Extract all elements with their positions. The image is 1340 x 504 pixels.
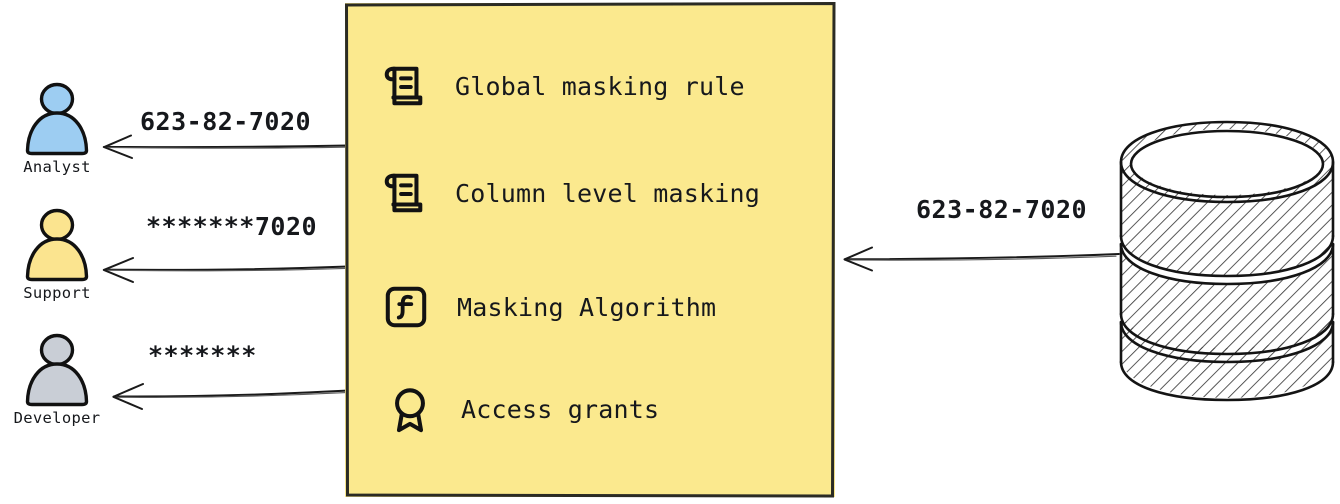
arrow-label-analyst: 623-82-7020 bbox=[140, 107, 312, 136]
arrow-label-developer: ******* bbox=[148, 341, 257, 370]
panel-item-label: Column level masking bbox=[455, 178, 761, 208]
actor-label: Analyst bbox=[23, 158, 91, 176]
panel-item-column-level-masking[interactable]: Column level masking bbox=[381, 169, 760, 217]
arrow-label-support: *******7020 bbox=[146, 212, 318, 241]
actor-analyst: Analyst bbox=[2, 82, 112, 176]
actor-label: Support bbox=[23, 284, 91, 302]
arrow-from-database bbox=[843, 246, 1120, 272]
arrow-to-analyst bbox=[102, 134, 349, 159]
panel-item-access-grants[interactable]: Access grants bbox=[387, 385, 659, 433]
function-icon bbox=[385, 286, 427, 328]
scroll-icon bbox=[384, 173, 423, 213]
panel-item-label: Masking Algorithm bbox=[457, 292, 717, 322]
arrow-to-developer bbox=[112, 383, 350, 410]
arrow-to-support bbox=[102, 257, 349, 283]
award-icon bbox=[395, 388, 425, 433]
database-icon bbox=[1119, 120, 1335, 402]
actor-label: Developer bbox=[13, 409, 101, 427]
panel-item-label: Access grants bbox=[461, 394, 660, 424]
panel-item-masking-algorithm[interactable]: Masking Algorithm bbox=[383, 283, 716, 331]
person-icon bbox=[25, 208, 89, 282]
arrow-label-source: 623-82-7020 bbox=[916, 195, 1088, 224]
scroll-icon bbox=[384, 66, 423, 106]
actor-developer: Developer bbox=[2, 333, 112, 427]
person-icon bbox=[25, 333, 89, 407]
panel-item-global-masking-rule[interactable]: Global masking rule bbox=[381, 62, 745, 110]
person-icon bbox=[25, 82, 89, 156]
panel-item-label: Global masking rule bbox=[455, 71, 745, 101]
actor-support: Support bbox=[2, 208, 112, 302]
